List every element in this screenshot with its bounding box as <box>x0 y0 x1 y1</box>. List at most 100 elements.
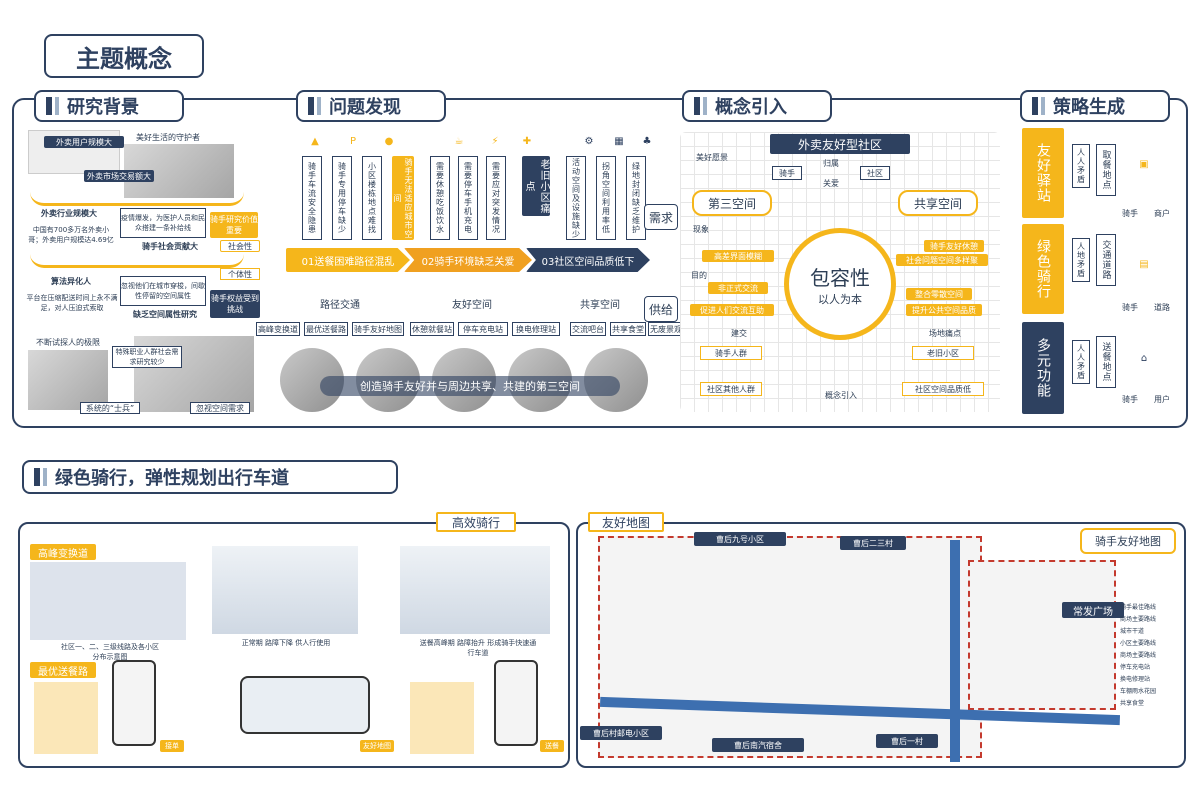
plug-icon: ⚡ <box>491 135 499 147</box>
legend-4: 商场主要路线 <box>1120 652 1157 659</box>
bg-item-8: 社会性 <box>220 240 260 252</box>
problem-col-7: 老旧小区痛点 <box>522 156 550 216</box>
rider-illus <box>34 682 98 754</box>
friendly-map-title: 友好地图 <box>588 512 664 532</box>
concept-phenomenon: 现象 <box>693 225 709 234</box>
problem-col-4: 需要休憩吃饭饮水 <box>430 156 450 240</box>
concept-care: 关爱 <box>823 179 839 188</box>
place-youdian: 曹后村邮电小区 <box>580 726 662 740</box>
caption-normal: 正常期 路障下降 供人行使用 <box>241 639 331 647</box>
problem-col-1: 骑手专用停车缺少 <box>332 156 352 240</box>
concept-column: 外卖友好型社区 美好愿景 归属 关爱 骑手 社区 第三空间 共享空间 现象 高差… <box>680 132 1000 412</box>
network-diagram <box>30 562 186 640</box>
concept-integrate: 整合零散空间 <box>906 288 972 300</box>
bg-item-3: 外卖行业规模大 <box>26 206 112 220</box>
strategy-place-2: 交通道路 <box>1096 234 1116 286</box>
place-nanqi: 曹后南汽宿舍 <box>712 738 804 752</box>
problem-col-2: 小区楼栋地点难找 <box>362 156 382 240</box>
bg-item-6: 骑手社会贡献大 <box>134 240 206 252</box>
peak-lane-label: 高峰变换道 <box>30 544 96 560</box>
group-friendly: 友好空间 <box>452 300 492 311</box>
gear-icon: ⚙ <box>584 135 594 147</box>
location-pin-icon: ● <box>384 135 394 147</box>
legend-5: 停车充电站 <box>1120 664 1151 671</box>
group-item-6: 交流吧台 <box>570 322 606 336</box>
street-normal-illus <box>212 546 358 634</box>
demand-label: 需求 <box>644 204 678 230</box>
strategy-legend-3: 道路 <box>1154 303 1170 312</box>
protest-photo <box>28 350 108 410</box>
concept-core-circle: 包容性 以人为本 <box>784 228 896 340</box>
problem-arrow-1: 01送餐困难路径混乱 <box>286 248 410 272</box>
legend-2: 城市干道 <box>1120 628 1145 635</box>
timeline-line-2 <box>30 254 244 268</box>
problem-col-0: 骑手车流安全隐患 <box>302 156 322 240</box>
bg-item-4: 中国有700多万名外卖小哥；外卖用户规模达4.69亿 <box>26 222 116 248</box>
caption-peak: 送餐高峰期 路障抬升 形成骑手快速通行车道 <box>419 639 537 657</box>
concept-old-community: 老旧小区 <box>912 346 974 360</box>
place-caohou-9: 曹后九号小区 <box>694 532 786 546</box>
caption-network: 社区一、二、三级线路及各小区分布示意图 <box>61 643 159 661</box>
background-column: 外卖用户规模大 美好生活的守护者 外卖市场交易额大 外卖行业规模大 中国有700… <box>24 126 274 422</box>
strategy-legend-1: 商户 <box>1154 209 1170 218</box>
strategy-conflict-1: 人人矛盾 <box>1072 144 1090 188</box>
bg-item-10: 算法异化人 <box>26 274 116 288</box>
concept-title: 外卖友好型社区 <box>770 134 910 154</box>
concept-rest: 骑手友好休憩 <box>924 240 984 252</box>
place-caohou-1: 曹后一村 <box>876 734 938 748</box>
legend-6: 换电修理站 <box>1120 676 1151 683</box>
vertical-road <box>950 540 960 762</box>
bg-item-1: 美好生活的守护者 <box>136 133 200 142</box>
best-route-label: 最优送餐路 <box>30 662 96 678</box>
strategy-card-green: 绿色骑行 <box>1022 224 1064 314</box>
strategy-column: 友好驿站 绿色骑行 多元功能 人人矛盾 人地矛盾 人人矛盾 取餐地点 交通道路 … <box>1018 126 1182 422</box>
delivery-illus <box>410 682 474 754</box>
place-changfa: 常发广场 <box>1062 602 1124 618</box>
concept-promote: 促进人们交流互助 <box>690 304 774 316</box>
group-item-3: 休憩就餐站 <box>410 322 454 336</box>
group-item-1: 最优送餐路 <box>304 322 348 336</box>
group-route: 路径交通 <box>320 300 360 311</box>
section-title-problems: 问题发现 <box>296 90 446 122</box>
concept-rider: 骑手 <box>772 166 802 180</box>
timeline-line <box>30 192 244 206</box>
group-item-5: 换电修理站 <box>512 322 560 336</box>
section-title-cycling: 绿色骑行，弹性规划出行车道 <box>22 460 398 494</box>
shop-icon: ▣ <box>1139 158 1149 170</box>
strategy-card-station: 友好驿站 <box>1022 128 1064 218</box>
legend-3: 小区主要路线 <box>1120 640 1157 647</box>
place-caohou-23: 曹后二三村 <box>840 536 906 550</box>
concept-vision: 美好愿景 <box>696 153 728 162</box>
problem-arrow-2: 02骑手环境缺乏关爱 <box>404 248 532 272</box>
map-phone <box>240 676 370 734</box>
bg-item-13: 缺乏空间属性研究 <box>124 308 206 320</box>
first-aid-icon: ✚ <box>522 135 532 147</box>
problem-col-10: 绿地封闭缺乏维护 <box>626 156 646 240</box>
concept-purpose: 目的 <box>691 271 707 280</box>
problem-columns: 骑手车流安全隐患 骑手专用停车缺少 小区楼栋地点难找 骑手无法适应城市空间 需要… <box>300 156 660 246</box>
bg-item-12: 忽视他们在城市穿梭，间歇性停留的空间属性 <box>120 276 206 306</box>
strategy-legend-0: 骑手 <box>1122 209 1138 218</box>
phone-2 <box>494 660 538 746</box>
concept-intro: 概念引入 <box>825 391 857 400</box>
problem-col-8: 活动空间及设施缺少 <box>566 156 586 240</box>
group-item-2: 骑手友好地图 <box>352 322 404 336</box>
map-area <box>598 536 982 758</box>
bg-item-0: 外卖用户规模大 <box>44 136 124 148</box>
tag-deliver: 送餐 <box>540 740 564 752</box>
bg-item-18: 忽视空间需求 <box>190 402 250 414</box>
main-title: 主题概念 <box>44 34 204 78</box>
strategy-legend-2: 骑手 <box>1122 303 1138 312</box>
efficient-title: 高效骑行 <box>436 512 516 532</box>
strategy-conflict-2: 人地矛盾 <box>1072 238 1090 282</box>
strategy-conflict-3: 人人矛盾 <box>1072 340 1090 384</box>
group-item-0: 高峰变换道 <box>256 322 300 336</box>
phone-1 <box>112 660 156 746</box>
strategy-place-3: 送餐地点 <box>1096 336 1116 388</box>
problems-banner: 创造骑手友好并与周边共享、共建的第三空间 <box>320 376 620 396</box>
bg-item-16: 特殊职业人群社会需求研究较少 <box>112 346 182 368</box>
map-legend-title: 骑手友好地图 <box>1080 528 1176 554</box>
strategy-legend-4: 骑手 <box>1122 395 1138 404</box>
concept-informal: 非正式交流 <box>708 282 768 294</box>
